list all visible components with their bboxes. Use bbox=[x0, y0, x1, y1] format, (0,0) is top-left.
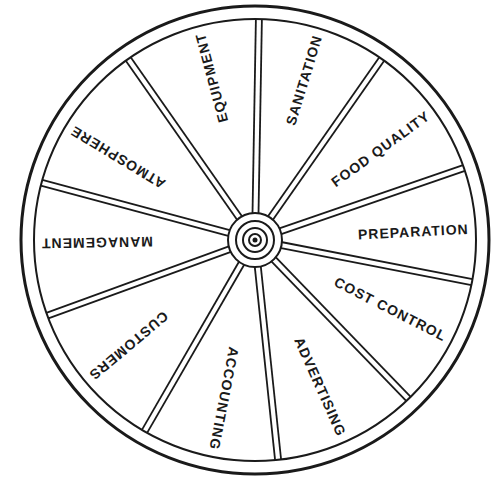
hub-outer bbox=[228, 213, 282, 267]
spoke-line bbox=[281, 242, 472, 279]
outer-rim bbox=[21, 6, 489, 474]
spoke-label: ACCOUNTING bbox=[206, 346, 242, 452]
spoke-line bbox=[253, 19, 256, 214]
spoke-label: SANITATION bbox=[283, 33, 326, 127]
spoke-label: EQUIPMENT bbox=[192, 31, 231, 124]
spoke-line bbox=[131, 57, 243, 217]
spoke-label: PREPARATION bbox=[358, 221, 470, 243]
spoke-line bbox=[279, 165, 463, 229]
spoke-line bbox=[261, 266, 281, 460]
hub-ring bbox=[236, 221, 274, 259]
spoke-label: MANAGEMENT bbox=[41, 234, 153, 252]
spoke-label: FOOD QUALITY bbox=[328, 108, 433, 190]
spoke-label: CUSTOMERS bbox=[86, 308, 172, 383]
spoke-line bbox=[46, 246, 229, 313]
hub-center bbox=[253, 238, 258, 243]
spoke-label: ATMOSPHERE bbox=[67, 123, 168, 192]
spoke-line bbox=[280, 248, 472, 285]
hub-ring bbox=[243, 228, 267, 252]
hub-ring bbox=[249, 234, 261, 246]
spoke-line bbox=[259, 19, 262, 214]
spoke-line bbox=[48, 252, 231, 319]
spoke-line bbox=[255, 266, 275, 460]
spoke-line bbox=[272, 61, 384, 221]
spoke-label: ADVERTISING bbox=[291, 335, 349, 439]
spoke-line bbox=[42, 180, 230, 231]
spoke-line bbox=[268, 57, 380, 217]
spoke-line bbox=[41, 186, 229, 237]
spokes bbox=[41, 19, 473, 460]
inner-rim bbox=[34, 19, 476, 461]
